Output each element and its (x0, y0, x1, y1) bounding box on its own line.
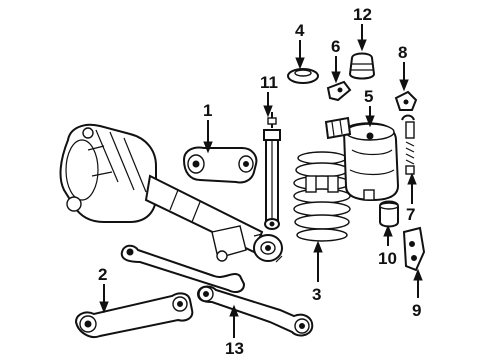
rear-axle-housing (59, 123, 283, 263)
callout-1: 1 (203, 101, 212, 120)
shock-absorber (263, 112, 281, 230)
height-sensor-bracket (394, 90, 418, 111)
upper-control-arm (182, 146, 258, 184)
callout-7: 7 (406, 205, 415, 224)
height-sensor (401, 114, 415, 175)
callout-9: 9 (412, 301, 421, 320)
lower-control-arm (74, 292, 194, 338)
leader-lines (99, 24, 423, 338)
mounting-bracket (326, 80, 352, 102)
callout-10: 10 (378, 249, 397, 268)
shock-mount-bracket (402, 226, 426, 272)
callout-8: 8 (398, 43, 407, 62)
lower-suspension-arm (196, 285, 314, 337)
spring-insulator (287, 68, 319, 84)
coil-spring (293, 151, 351, 242)
upper-mount (348, 52, 376, 80)
callout-6: 6 (331, 37, 340, 56)
callout-2: 2 (98, 265, 107, 284)
track-bar (120, 244, 246, 293)
callout-3: 3 (312, 285, 321, 304)
jounce-bumper (379, 200, 399, 228)
callout-11: 11 (260, 73, 278, 92)
callout-12: 12 (353, 5, 372, 24)
callout-5: 5 (364, 87, 373, 106)
callout-13: 13 (225, 339, 244, 358)
air-spring-assembly (324, 116, 400, 202)
callout-4: 4 (295, 21, 305, 40)
